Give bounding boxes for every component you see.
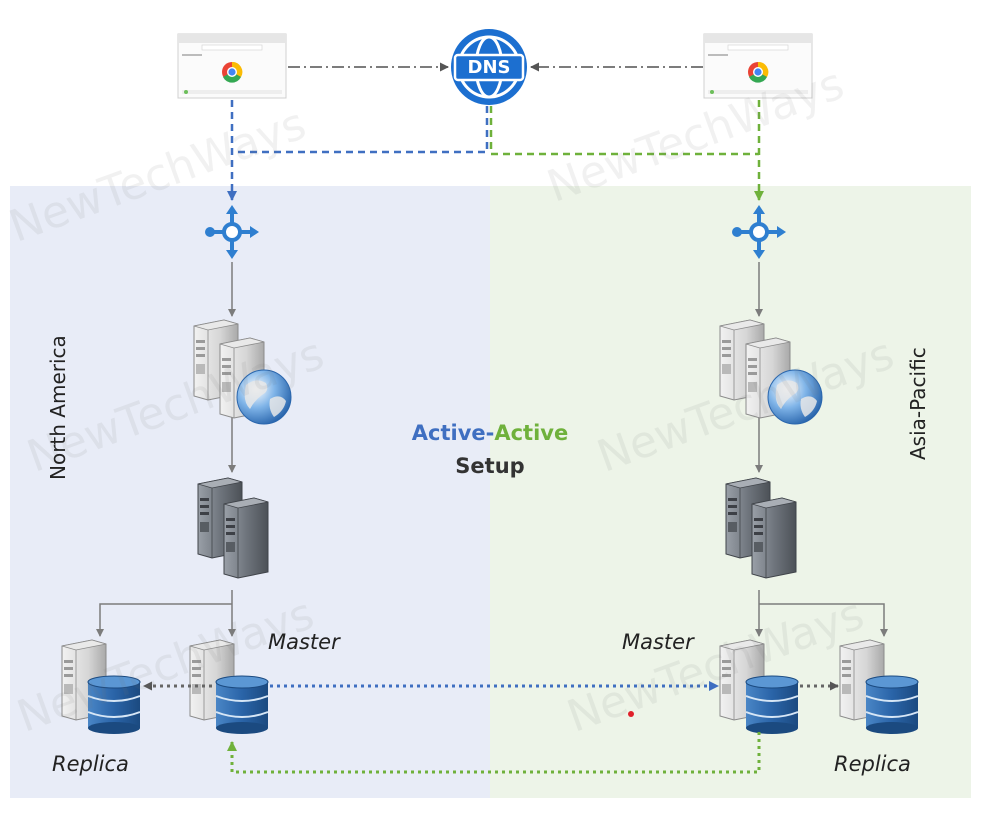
pointer-dot bbox=[628, 711, 634, 717]
dns-label: DNS bbox=[467, 57, 511, 78]
north-america-label: North America bbox=[46, 335, 70, 480]
title-active-blue: Active bbox=[411, 421, 486, 445]
dns-routing-links bbox=[227, 100, 764, 201]
right-master-label: Master bbox=[622, 630, 694, 654]
replication-links bbox=[143, 681, 839, 774]
active-active-title: Active-Active bbox=[400, 421, 580, 445]
right-browser-icon bbox=[703, 33, 813, 99]
setup-subtitle: Setup bbox=[455, 454, 525, 478]
asia-pacific-label: Asia-Pacific bbox=[906, 347, 930, 460]
left-master-label: Master bbox=[268, 630, 340, 654]
title-active-green: Active bbox=[494, 421, 569, 445]
right-replica-label: Replica bbox=[834, 752, 911, 776]
title-separator: - bbox=[485, 421, 495, 445]
left-browser-icon bbox=[177, 33, 287, 99]
dns-icon bbox=[451, 29, 527, 105]
left-replica-label: Replica bbox=[52, 752, 129, 776]
